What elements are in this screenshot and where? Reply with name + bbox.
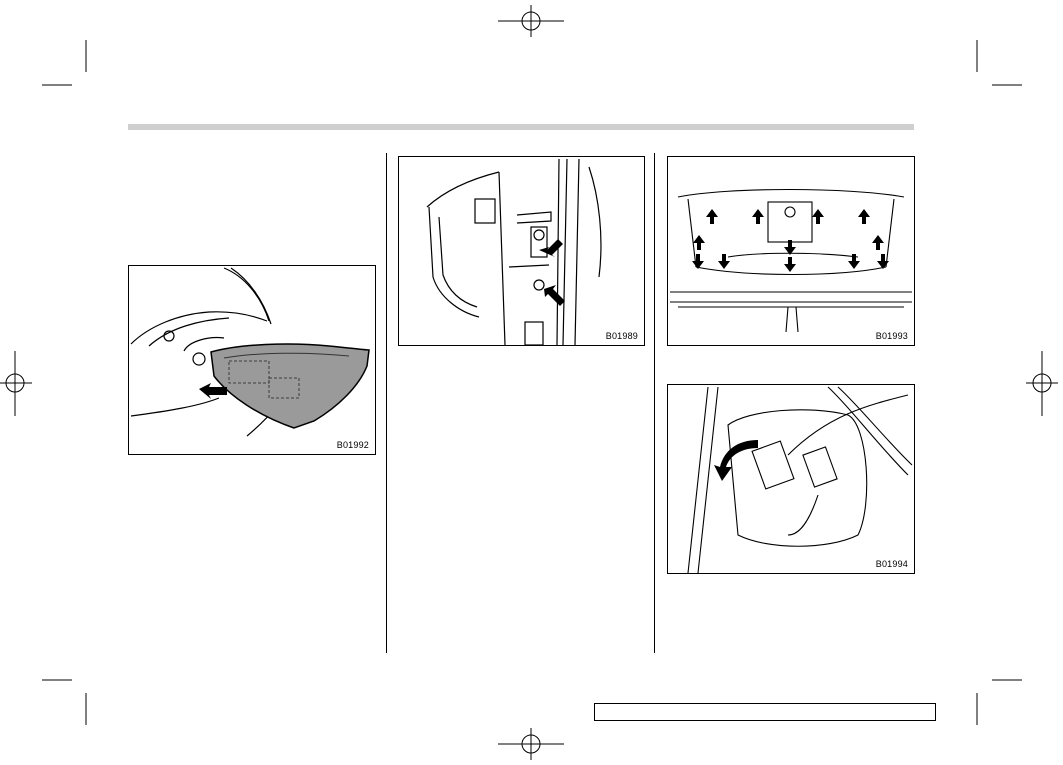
- illustration: [687, 386, 913, 573]
- arrow-icon: [539, 239, 563, 257]
- arrow-icon: [544, 285, 565, 306]
- figure-bulb-socket: B01994: [667, 384, 915, 574]
- registration-mark-icon: [0, 351, 32, 416]
- illustration: [670, 188, 912, 333]
- figure-trunk-trim-clips: B01993: [667, 156, 915, 346]
- registration-mark-icon: [498, 728, 564, 760]
- column-divider: [654, 153, 655, 653]
- figure-code: B01994: [875, 559, 908, 569]
- header-bar: [128, 124, 914, 130]
- illustration: [130, 267, 370, 437]
- figure-tail-light-removal: B01992: [128, 265, 376, 455]
- registration-mark-icon: [498, 5, 564, 37]
- figure-mounting-nuts: B01989: [398, 156, 645, 346]
- arrow-icon: [692, 209, 889, 272]
- footer-box: [594, 703, 936, 721]
- figure-code: B01989: [605, 331, 638, 341]
- arrow-icon: [199, 383, 227, 399]
- registration-mark-icon: [1026, 351, 1058, 416]
- figure-code: B01993: [875, 331, 908, 341]
- column-divider: [386, 153, 387, 653]
- illustration: [426, 158, 602, 345]
- arrow-icon: [714, 440, 758, 481]
- figure-code: B01992: [336, 440, 369, 450]
